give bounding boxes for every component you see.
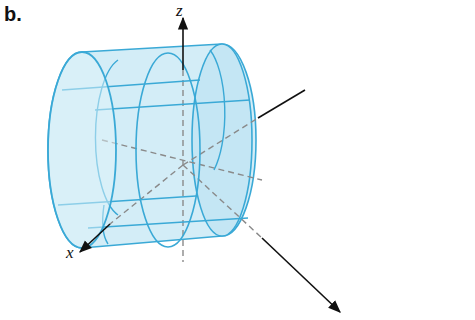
axis-label: z — [176, 2, 183, 19]
panel-letter: b. — [4, 4, 22, 24]
axis-label: x — [66, 244, 74, 261]
